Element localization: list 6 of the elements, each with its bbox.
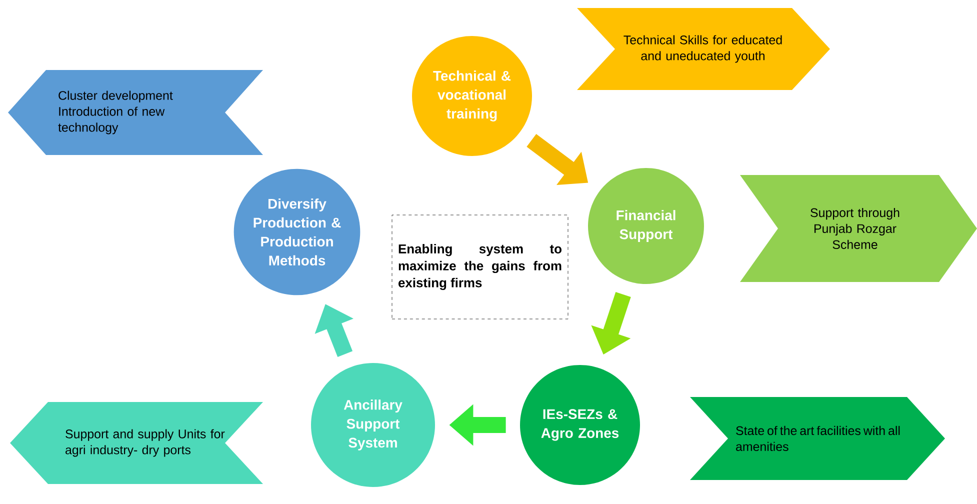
text-box: Enabling system to maximize the gains from existing firms [392, 214, 568, 320]
chevron-banner: Technical Skills for educated and uneducated youth [577, 8, 830, 90]
chevron-banner: State of the art facilities with all amenities [690, 396, 945, 480]
chevron-banner: Cluster development Introduction of new technology [8, 70, 263, 155]
chevron-banner: Support through Punjab Rozgar Scheme [740, 174, 977, 282]
chevron-banner: Support and supply Units for agri industry- dry ports [10, 402, 263, 484]
